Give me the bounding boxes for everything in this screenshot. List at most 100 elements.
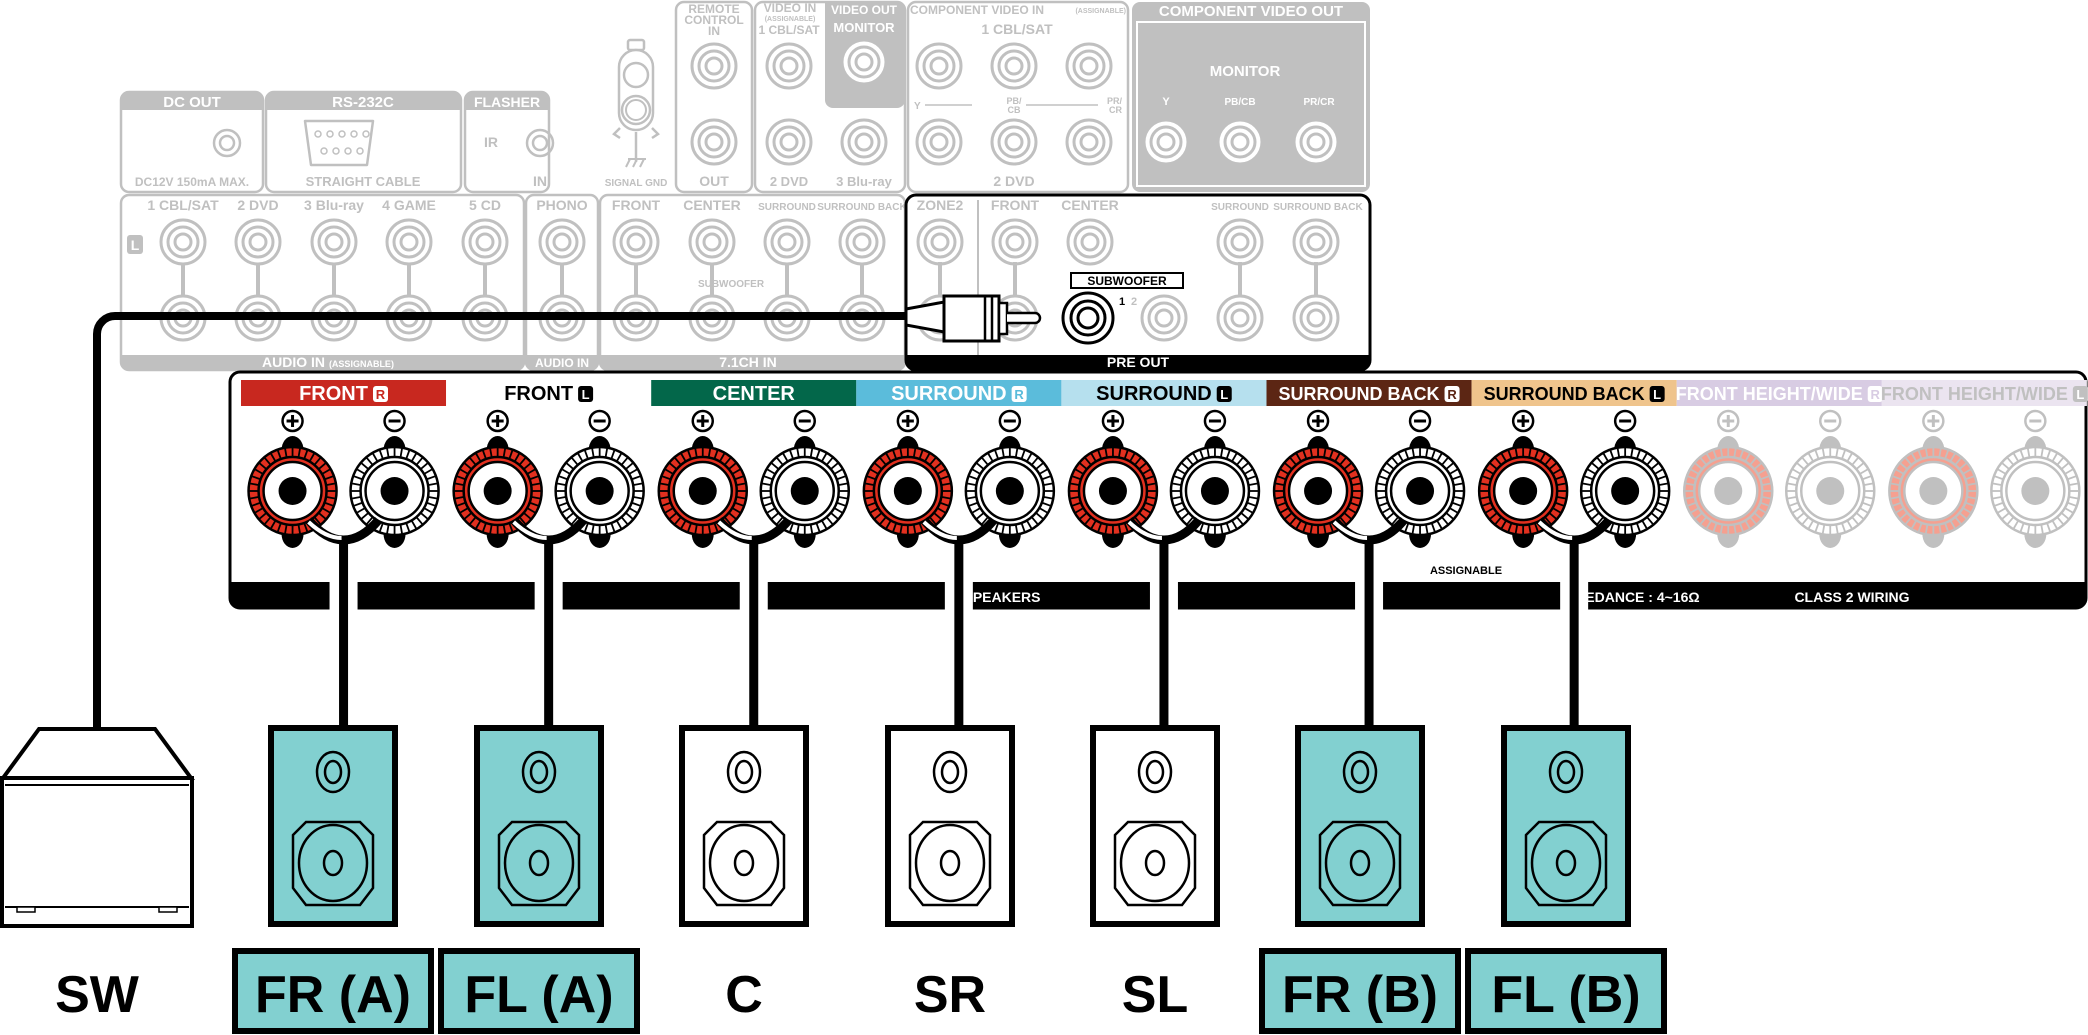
video-in-jack-2 [765, 118, 813, 166]
positive-terminal[interactable] [1888, 409, 1979, 548]
component-out-y: Y [1162, 96, 1170, 108]
dc-out-section: DC OUT DC12V 150mA MAX. [119, 90, 265, 194]
speaker-label: C [725, 966, 763, 1024]
negative-terminal[interactable] [759, 409, 850, 548]
side-badge-label: R [1871, 387, 1881, 402]
speaker-wire [510, 517, 588, 728]
audio-in-label-5: 5 CD [469, 197, 501, 213]
channel-header: SURROUND L [1061, 380, 1267, 406]
side-badge [372, 386, 388, 402]
speaker-c[interactable]: C [679, 725, 809, 1024]
component-in-jack [1065, 42, 1113, 90]
phono-title: PHONO [536, 197, 587, 213]
channel-label: SURROUND BACK [1279, 384, 1440, 404]
positive-terminal[interactable] [247, 409, 338, 548]
component-in-jack [1065, 118, 1113, 166]
channel-header: SURROUND R [856, 380, 1062, 406]
speaker-wire [305, 517, 382, 728]
side-badge-label: L [1220, 387, 1228, 402]
component-in-pr: PR/ [1107, 96, 1123, 106]
speaker-fl-b[interactable]: FL (B) [1465, 725, 1667, 1034]
rear-panel: DC OUT DC12V 150mA MAX. RS-232C STRAIGHT… [93, 0, 1372, 728]
ch71-label-center: CENTER [683, 197, 741, 213]
side-badge [2072, 386, 2088, 402]
negative-terminal[interactable] [554, 409, 645, 548]
subwoofer-pre-out-jack-2 [1140, 294, 1188, 342]
positive-terminal[interactable] [1477, 409, 1569, 548]
component-in-title: COMPONENT VIDEO IN [910, 3, 1044, 17]
ch71-label-surround: SURROUND [758, 202, 816, 213]
negative-terminal[interactable] [349, 409, 440, 548]
component-in-cr: CR [1109, 105, 1122, 115]
negative-terminal[interactable] [1579, 409, 1671, 548]
speaker-label: SR [914, 966, 986, 1024]
subwoofer-pre-out-jack-1[interactable] [1061, 291, 1115, 345]
speaker-label: SL [1122, 966, 1188, 1024]
audio-in-jack-l [688, 218, 736, 266]
audio-in-label-1: 1 CBL/SAT [147, 197, 219, 213]
side-badge [1867, 386, 1883, 402]
bookshelf-speaker-icon [885, 725, 1015, 927]
component-in-top: 1 CBL/SAT [981, 21, 1053, 37]
channel-label: FRONT HEIGHT/WIDE [1676, 384, 1863, 404]
flasher-in-label: IN [533, 173, 547, 189]
speaker-sr[interactable]: SR [885, 725, 1015, 1024]
pre-out-front: FRONT [991, 197, 1040, 213]
negative-terminal[interactable] [1374, 409, 1466, 548]
remote-out-jack [690, 118, 738, 166]
component-in-bottom: 2 DVD [993, 173, 1034, 189]
pre-out-jack-top [1066, 218, 1114, 266]
dc-out-title: DC OUT [163, 94, 221, 111]
component-out-pb: PB/CB [1224, 97, 1255, 108]
positive-terminal[interactable] [452, 409, 543, 548]
component-out-monitor: MONITOR [1210, 63, 1281, 80]
speaker-sw[interactable]: SW [0, 727, 195, 1024]
speaker-fr-a[interactable]: FR (A) [232, 725, 434, 1034]
positive-terminal[interactable] [862, 409, 954, 548]
positive-terminal[interactable] [1067, 409, 1159, 548]
video-section: VIDEO IN (ASSIGNABLE) 1 CBL/SAT 2 DVD 3 … [753, 0, 907, 194]
speaker-label: FR (B) [1282, 966, 1438, 1024]
pre-out-jack-bottom [1216, 294, 1264, 342]
side-badge-label: L [1653, 387, 1661, 402]
speaker-label: FL (A) [464, 966, 613, 1024]
component-in-y: Y [914, 101, 921, 112]
speaker-label-box [1259, 948, 1461, 1034]
negative-terminal[interactable] [1990, 409, 2081, 548]
speakers-footer-label: SPEAKERS [963, 589, 1040, 605]
negative-terminal[interactable] [964, 409, 1056, 548]
component-in-jack [990, 118, 1038, 166]
speaker-sl[interactable]: SL [1090, 725, 1220, 1024]
negative-terminal[interactable] [1169, 409, 1261, 548]
side-badge-label: R [1014, 387, 1024, 402]
pre-out-jack-bottom [1292, 294, 1340, 342]
negative-terminal[interactable] [1785, 409, 1876, 548]
pre-out-surround: SURROUND [1211, 202, 1269, 213]
audio-in-jack-l [838, 218, 886, 266]
video-in-sub: (ASSIGNABLE) [765, 16, 816, 23]
video-in-jack-3 [840, 118, 888, 166]
side-badge-label: L [2076, 387, 2084, 402]
pre-out-jack-top [916, 218, 964, 266]
positive-terminal[interactable] [657, 409, 748, 548]
speaker-fl-a[interactable]: FL (A) [438, 725, 640, 1034]
channel-label: SURROUND [1096, 383, 1212, 405]
speaker-terminal-panel: SPEAKERS ASSIGNABLE IMPEDANCE : 4~16Ω CL… [228, 370, 2088, 610]
channel-label: SURROUND [891, 383, 1007, 405]
remote-out-label: OUT [699, 173, 729, 189]
speaker-label-box [232, 948, 434, 1034]
positive-terminal[interactable] [1683, 409, 1774, 548]
speaker-fr-b[interactable]: FR (B) [1259, 725, 1461, 1034]
audio-in-jack-l [310, 218, 358, 266]
positive-terminal[interactable] [1272, 409, 1364, 548]
ground-icon [625, 158, 646, 168]
audio-in-jack-l [763, 218, 811, 266]
remote-in-label: IN [708, 24, 720, 38]
ch71-in-section: FRONT CENTER SURROUND SURROUND BACK SUBW… [598, 193, 907, 372]
